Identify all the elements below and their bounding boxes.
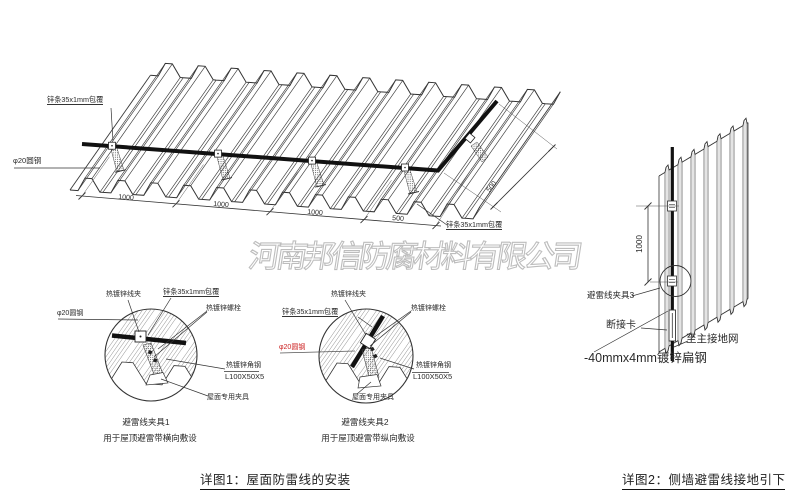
leader-lines bbox=[14, 103, 689, 397]
company-watermark: 河南邦信防腐材料有限公司 bbox=[246, 238, 583, 274]
roof-dim-1000-b: 1000 bbox=[212, 200, 230, 210]
wall-ground-label: 至主接地网 bbox=[686, 333, 739, 345]
d1-angle-label: 热镀锌角钢 bbox=[226, 362, 261, 369]
d2-clamp-label: 热镀锌线夹 bbox=[331, 291, 366, 298]
d2-roof-clamp-label: 屋面专用夹具 bbox=[352, 394, 394, 401]
d2-bolt-label: 热镀锌螺栓 bbox=[411, 305, 446, 312]
d1-clamp-label: 热镀锌线夹 bbox=[106, 291, 141, 298]
d2-angle-spec: L100X50X5 bbox=[413, 372, 453, 381]
roof-isometric-view bbox=[69, 62, 561, 220]
wall-disconnect-label: 断接卡 bbox=[606, 320, 636, 331]
d2-title: 避雷线夹具2 bbox=[341, 416, 389, 427]
wall-flat-steel-label: -40mmx4mm镀锌扁钢 bbox=[584, 351, 707, 365]
figure1-caption: 详图1：屋面防雷线的安装 bbox=[200, 474, 351, 490]
d1-title: 避雷线夹具1 bbox=[122, 416, 170, 427]
lightning-wire bbox=[81, 99, 499, 173]
roof-dim-1000-c: 1000 bbox=[306, 208, 324, 217]
d2-strip-label: 锌条35x1mm包覆 bbox=[282, 307, 339, 318]
roof-dim-500: 500 bbox=[391, 214, 405, 223]
d1-strip-label: 锌条35x1mm包覆 bbox=[163, 287, 220, 298]
d1-roof-clamp-label: 屋面专用夹具 bbox=[207, 394, 249, 401]
d2-subtitle: 用于屋顶避雷带纵向敷设 bbox=[321, 432, 415, 443]
d2-round-steel-label: φ20圆钢 bbox=[279, 344, 306, 351]
roof-strip-label-bottom: 锌条35x1mm包覆 bbox=[446, 220, 503, 231]
d1-subtitle: 用于屋顶避雷带横向敷设 bbox=[103, 432, 197, 443]
d2-angle-label: 热镀锌角钢 bbox=[416, 362, 451, 369]
figure2-caption: 详图2：侧墙避雷线接地引下 bbox=[622, 474, 786, 490]
wall-clamp3-label: 避雷线夹具3 bbox=[587, 290, 635, 300]
d1-round-steel-label: φ20圆钢 bbox=[57, 310, 84, 317]
d1-bolt-label: 热镀锌螺栓 bbox=[206, 305, 241, 312]
wall-dim-1000: 1000 bbox=[635, 235, 644, 253]
d1-angle-spec: L100X50X5 bbox=[225, 372, 265, 381]
roof-round-steel-label: φ20圆钢 bbox=[13, 156, 42, 165]
roof-strip-label-top: 锌条35x1mm包覆 bbox=[47, 95, 104, 106]
wall-elevation-view bbox=[658, 117, 749, 361]
roof-dim-1000-a: 1000 bbox=[117, 193, 135, 202]
